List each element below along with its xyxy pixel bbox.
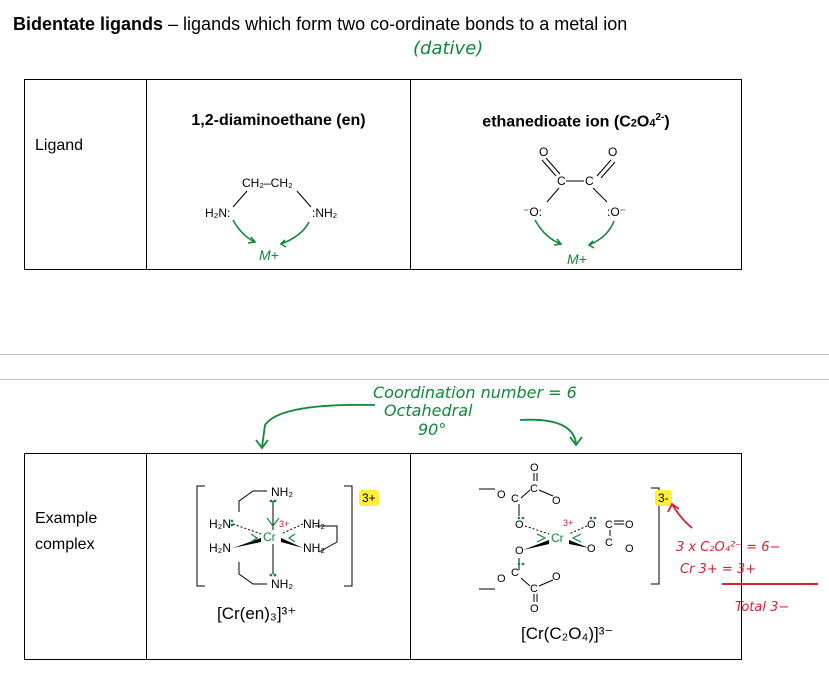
ox-o-top-right: O (552, 495, 561, 507)
en-nh2-top: NH₂ (271, 485, 293, 499)
side-note-rule (722, 583, 818, 585)
heading-term: Bidentate ligands (13, 14, 164, 34)
side-note-arrow (667, 502, 693, 529)
ox-c-bottom-left: C (511, 567, 519, 579)
ox-o-right: O (608, 145, 617, 159)
ox-o-bottom-right: O (552, 571, 561, 583)
en-nh2-b: NH₂ (303, 541, 325, 555)
en-left-nh2: H₂N: (205, 206, 230, 220)
en-complex-cell: NH₂ H₂N H₂N NH₂ NH₂ NH₂ Cr 3+ (146, 453, 411, 660)
en-right-nh2: :NH₂ (312, 206, 338, 220)
note-octahedral: Octahedral (384, 401, 473, 420)
en-title: 1,2-diaminoethane (en) (191, 112, 366, 129)
en-nh2-bottom: NH₂ (271, 577, 293, 591)
en-cr-charge-note: 3+ (279, 519, 289, 529)
side-note-line-2: Cr 3+ = 3+ (680, 562, 757, 577)
ox-o-top-left: O (497, 489, 506, 501)
en-cr-center: Cr (263, 530, 276, 544)
en-structure: CH₂–CH₂ H₂N: :NH₂ M+ (205, 176, 338, 263)
ox-note-m-plus: M+ (567, 251, 587, 267)
ox-c-top-left: C (511, 493, 519, 505)
ox-arrow-left (534, 219, 562, 245)
en-ch2-chain: CH₂–CH₂ (242, 176, 293, 190)
ox-complex-formula: [Cr(C₂O₄)]³⁻ (521, 624, 614, 643)
ox-o-coord-1: O (515, 519, 524, 531)
ox-charge-badge: 3- (655, 490, 672, 506)
en-arrow-right (280, 221, 310, 245)
ox-o-coord-4: O (515, 545, 524, 557)
side-note-line-1: 3 x C₂O₄²⁻ = 6− (676, 540, 781, 555)
ox-c-o-top: O (530, 462, 539, 474)
en-charge-badge: 3+ (359, 490, 379, 506)
heading-definition: – ligands which form two co-ordinate bon… (163, 14, 628, 34)
ox-o-bottom-left: O (497, 573, 506, 585)
ox-o-right-bottom: O (625, 543, 634, 555)
complex-row-label-2: complex (35, 536, 95, 553)
complex-row-label-cell: Example complex (24, 453, 147, 660)
ox-c-o-bottom: O (530, 603, 539, 614)
ox-cell: ethanedioate ion (C2O42-) O O C C ⁻O: :O… (410, 79, 742, 270)
ox-title: ethanedioate ion (C2O42-) (482, 112, 670, 131)
en-h2n-b: H₂N (209, 541, 231, 555)
ox-arrow-right (588, 220, 615, 246)
page-divider-top (0, 354, 829, 355)
page-heading: Bidentate ligands – ligands which form t… (13, 14, 627, 35)
ox-o-coord-2: O (587, 519, 596, 531)
ox-structure: O O C C ⁻O: :O⁻ M+ (523, 145, 626, 267)
ox-complex-structure: O C O C O O O C O O C O Cr (479, 462, 660, 614)
ox-c-bottom: C (530, 583, 538, 595)
ox-c-right-top: C (605, 519, 613, 531)
ox-o-coord-3: O (587, 543, 596, 555)
ox-c-right: C (585, 174, 594, 188)
en-complex-structure: NH₂ H₂N H₂N NH₂ NH₂ NH₂ Cr 3+ (196, 485, 353, 591)
en-note-m-plus: M+ (259, 247, 279, 263)
en-arrow-left (232, 219, 256, 243)
ox-c-right-bottom: C (605, 537, 613, 549)
ox-left-o: ⁻O: (523, 205, 542, 219)
ox-c-top: C (530, 483, 538, 495)
ox-right-o: :O⁻ (607, 205, 626, 219)
complex-table: Example complex NH₂ H₂N H₂N NH₂ NH₂ NH₂ … (24, 453, 742, 660)
en-complex-formula: [Cr(en)₃]³⁺ (217, 604, 297, 623)
en-nh2-a: NH₂ (303, 517, 325, 531)
ligand-row-label: Ligand (35, 137, 84, 154)
ox-cr-charge-note: 3+ (563, 518, 573, 528)
side-note-total: Total 3− (735, 600, 790, 615)
ox-complex-cell: O C O C O O O C O O C O Cr (410, 453, 742, 660)
complex-row-label-1: Example (35, 510, 98, 527)
ox-cr-center: Cr (551, 531, 564, 545)
ligand-table: Ligand 1,2-diaminoethane (en) CH₂–CH₂ H₂… (24, 79, 742, 270)
page-divider-bottom (0, 379, 829, 380)
note-angle: 90° (418, 420, 447, 439)
ligand-row-label-cell: Ligand (24, 79, 147, 270)
ox-o-right-top: O (625, 519, 634, 531)
note-arrows (255, 403, 583, 450)
en-h2n-a: H₂N (209, 517, 231, 531)
note-coordination-number: Coordination number = 6 (373, 383, 577, 402)
ox-o-left: O (539, 145, 548, 159)
ox-c-left: C (557, 174, 566, 188)
note-dative: (dative) (413, 38, 484, 59)
en-cell: 1,2-diaminoethane (en) CH₂–CH₂ H₂N: :NH₂… (146, 79, 411, 270)
